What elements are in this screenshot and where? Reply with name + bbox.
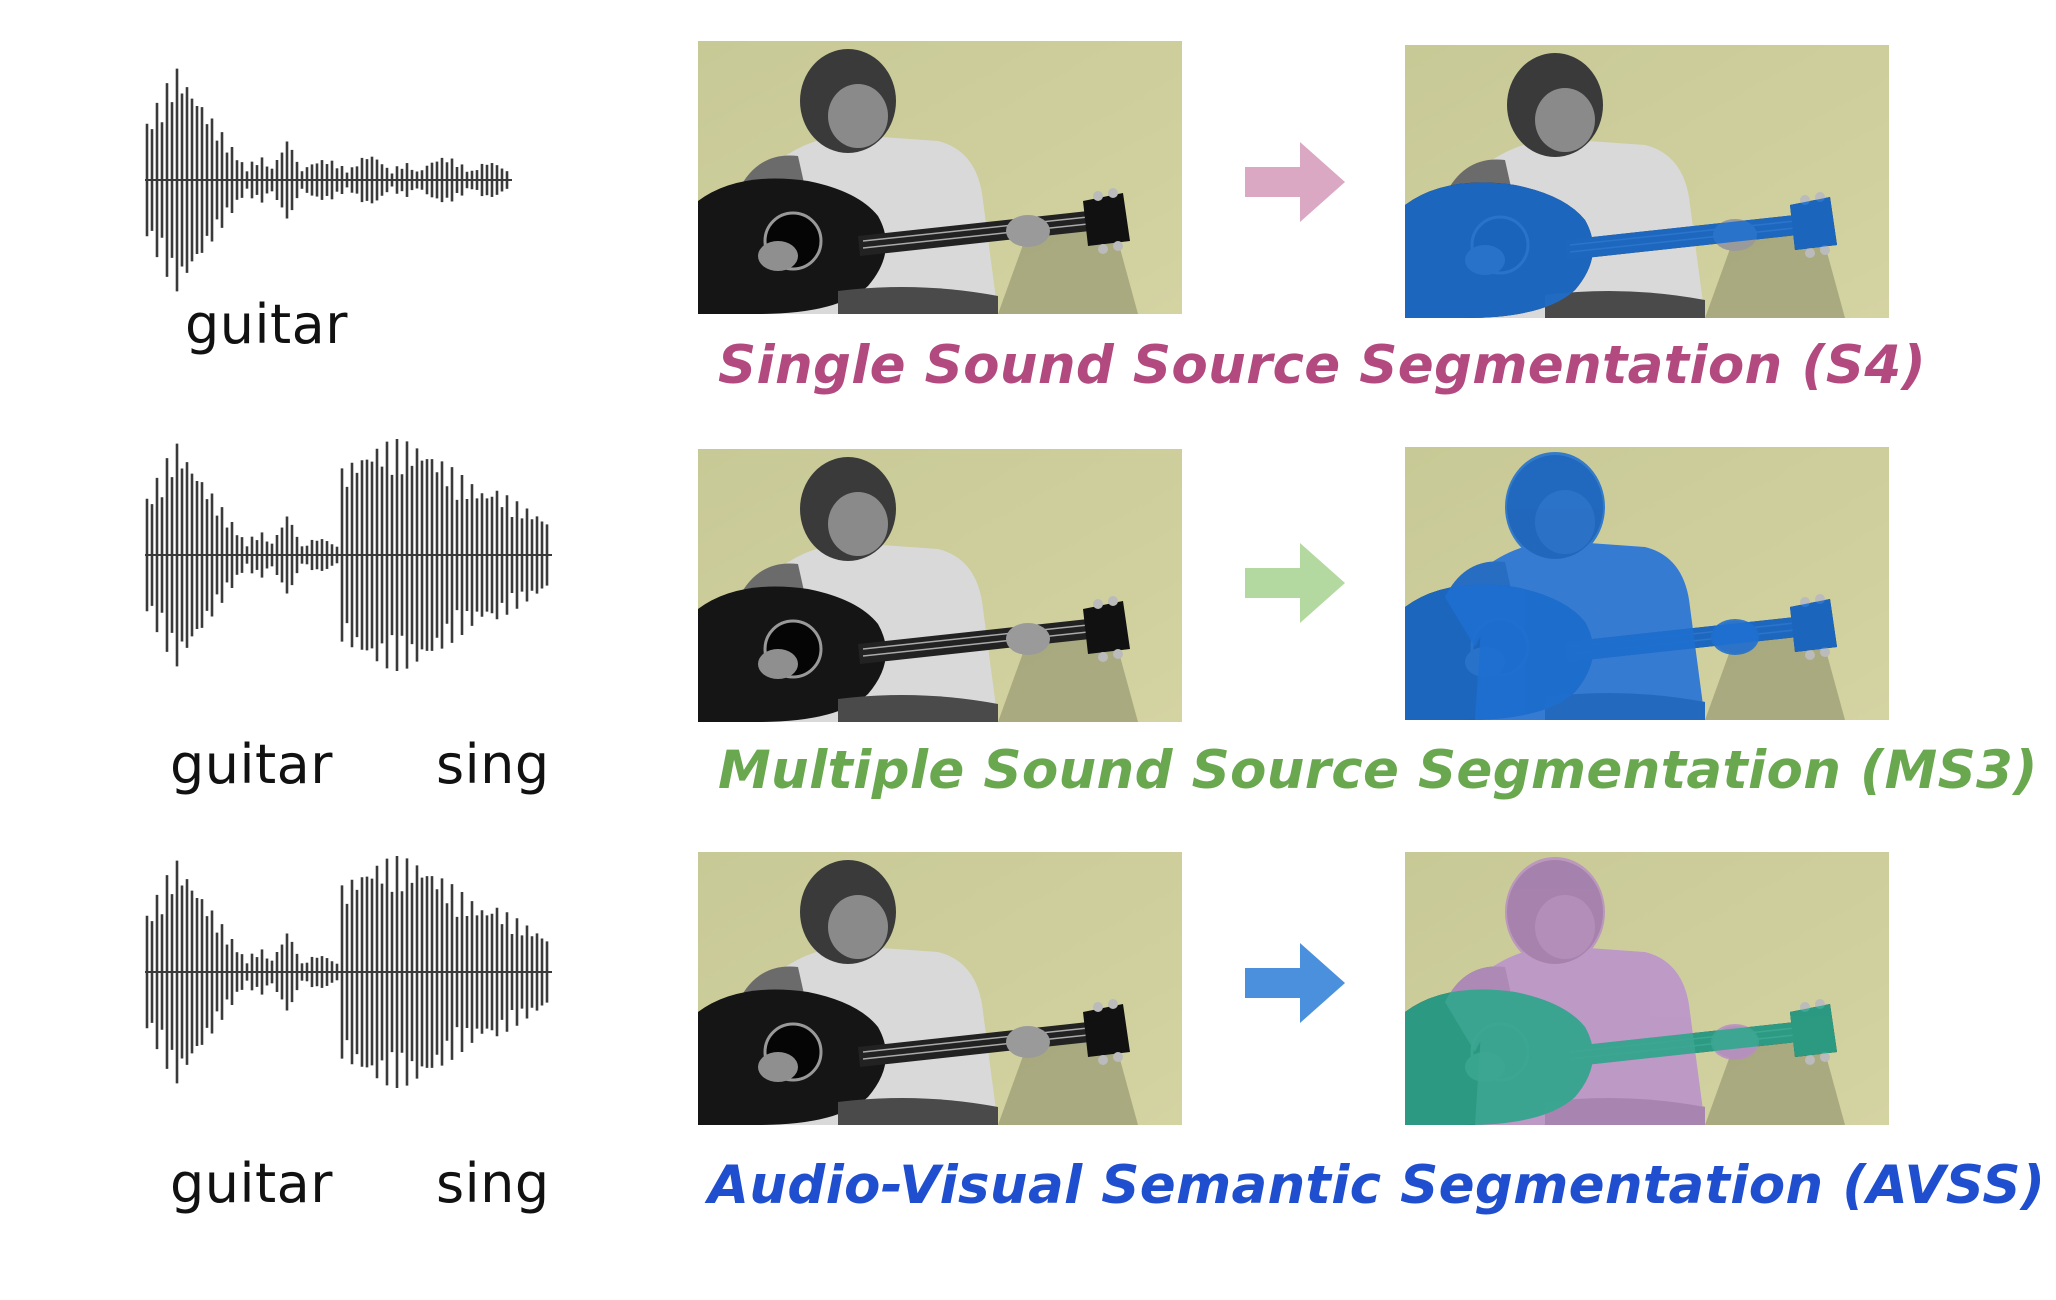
task-title-avss: Audio-Visual Semantic Segmentation (AVSS… [708,1155,2046,1216]
arrow-icon-s4 [1245,142,1345,222]
arrow-icon-ms3 [1245,543,1345,623]
task-title-ms3: Multiple Sound Source Segmentation (MS3) [718,740,2038,801]
arrow-shape [1245,943,1345,1023]
output-mask-avss [1405,852,1889,1125]
audio-label-guitar: guitar [185,293,348,356]
input-frame-avss [698,852,1182,1125]
arrow-shape [1245,142,1345,222]
audio-waveform-guitar-sing [145,856,552,1088]
output-mask-s4 [1405,45,1889,318]
task-title-s4: Single Sound Source Segmentation (S4) [718,335,1927,396]
input-frame-ms3 [698,449,1182,722]
arrow-shape [1245,543,1345,623]
input-frame-s4 [698,41,1182,314]
audio-waveform-guitar [145,68,512,292]
audio-label-sing: sing [436,1152,550,1215]
output-mask-ms3 [1405,447,1889,720]
audio-label-guitar: guitar [170,1152,333,1215]
arrow-icon-avss [1245,943,1345,1023]
audio-waveform-guitar-sing [145,439,552,671]
audio-label-guitar: guitar [170,733,333,796]
audio-label-sing: sing [436,733,550,796]
